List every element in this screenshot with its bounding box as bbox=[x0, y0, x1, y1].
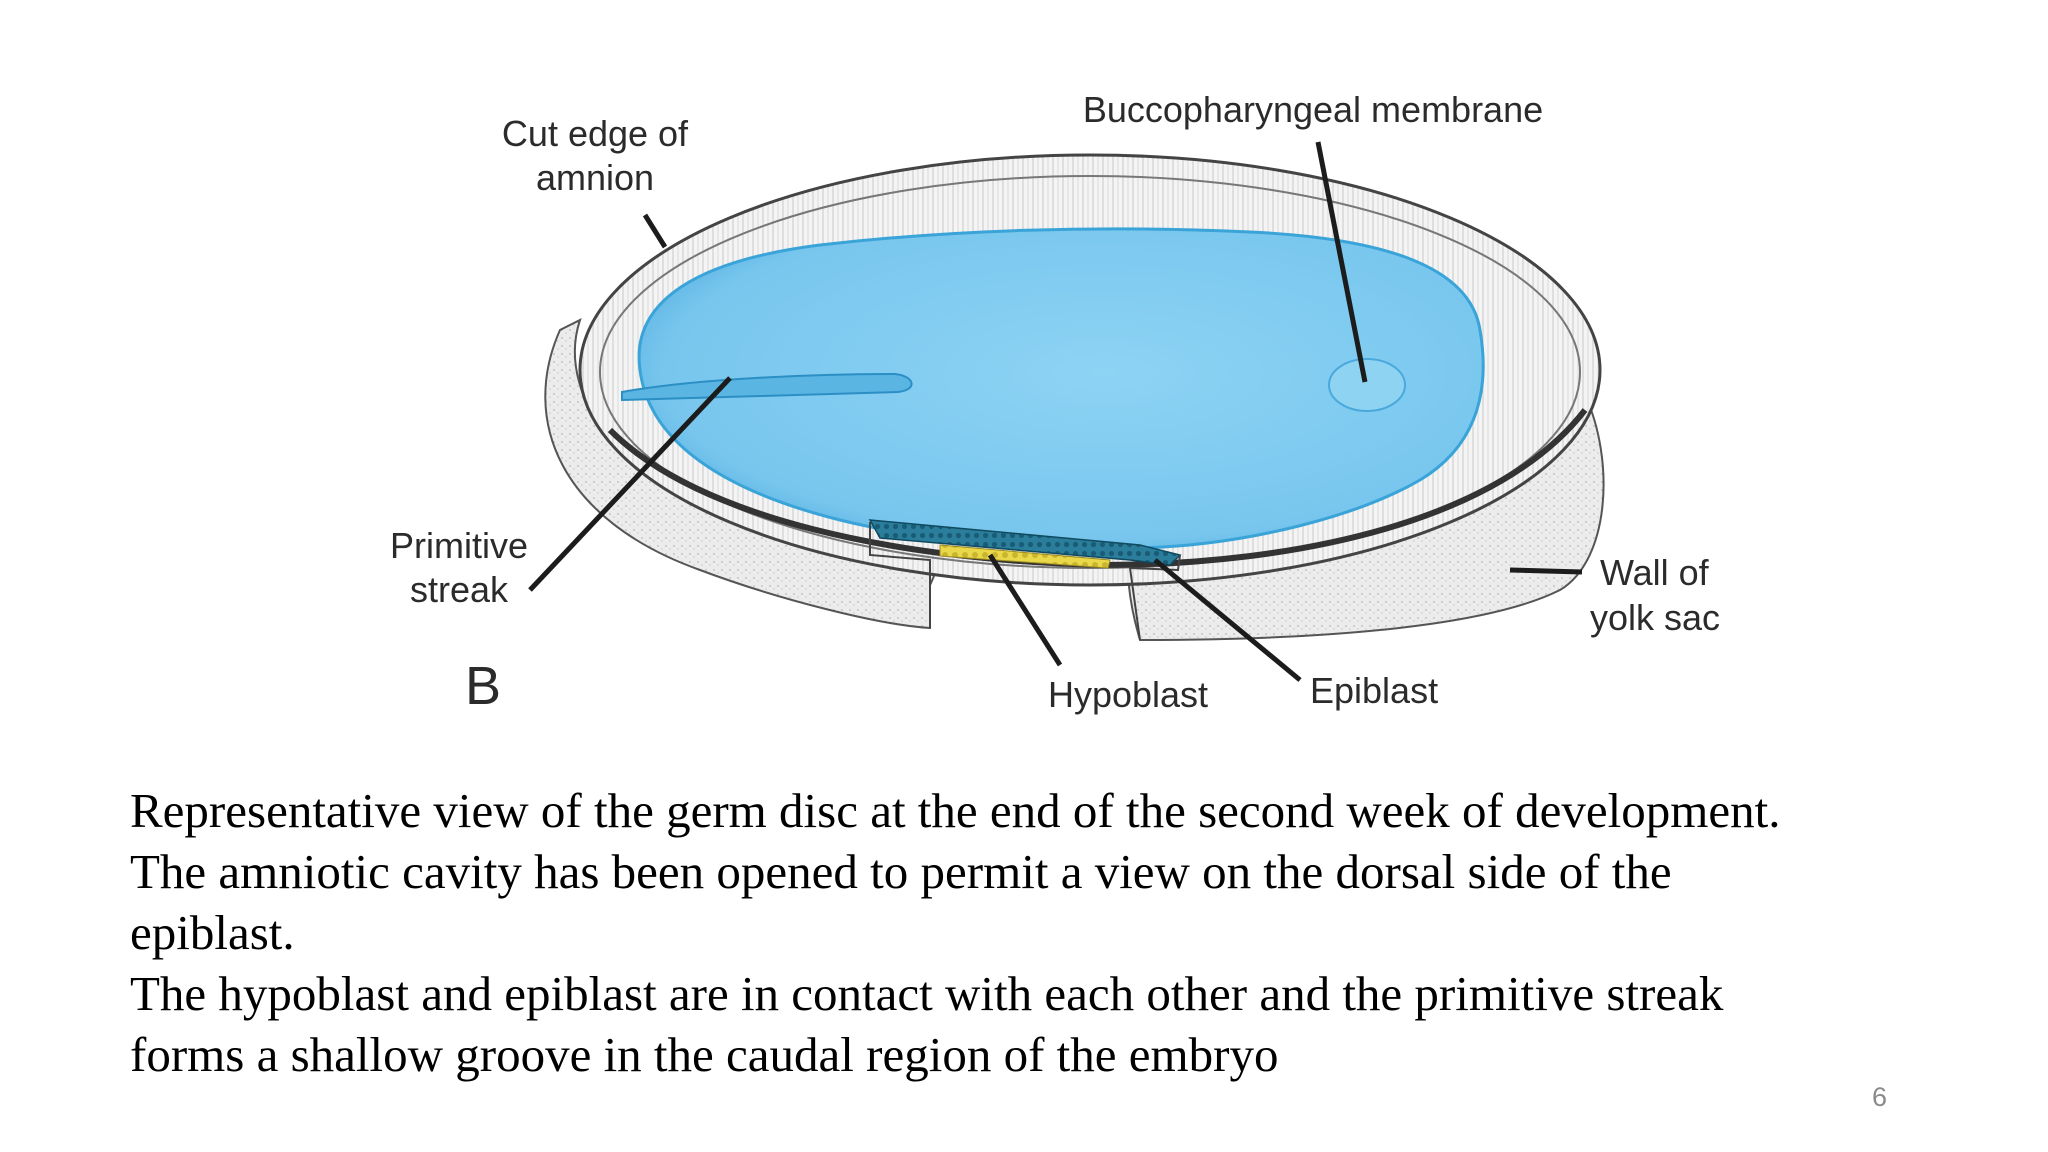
leader-primitive-streak bbox=[528, 376, 732, 592]
label-primitive-streak-line2: streak bbox=[410, 569, 509, 610]
caption-line: The hypoblast and epiblast are in contac… bbox=[130, 966, 1724, 1021]
page-number: 6 bbox=[1872, 1082, 1888, 1112]
leader-buccopharyngeal bbox=[1315, 141, 1368, 383]
label-buccopharyngeal: Buccopharyngeal membrane bbox=[1083, 89, 1543, 130]
label-epiblast: Epiblast bbox=[1310, 670, 1438, 711]
hypoblast-layer bbox=[939, 544, 1111, 569]
cut-section bbox=[868, 519, 1182, 641]
label-wall-line1: Wall of bbox=[1600, 552, 1710, 593]
epiblast-surface bbox=[621, 227, 1485, 550]
caption: Representative view of the germ disc at … bbox=[130, 780, 1930, 1085]
leader-cut-edge bbox=[642, 213, 668, 249]
caption-line: The amniotic cavity has been opened to p… bbox=[130, 844, 1672, 899]
caption-line: forms a shallow groove in the caudal reg… bbox=[130, 1027, 1279, 1082]
primitive-streak-groove bbox=[621, 372, 913, 402]
germ-disc-diagram: Cut edge of amnion Buccopharyngeal membr… bbox=[390, 89, 1720, 716]
caption-line: epiblast. bbox=[130, 905, 295, 960]
label-cut-edge-line2: amnion bbox=[536, 157, 654, 198]
label-wall-line2: yolk sac bbox=[1590, 597, 1720, 638]
leader-hypoblast bbox=[987, 553, 1063, 667]
caption-line: Representative view of the germ disc at … bbox=[130, 783, 1781, 838]
label-cut-edge-line1: Cut edge of bbox=[502, 113, 689, 154]
buccopharyngeal-membrane bbox=[1328, 358, 1406, 412]
label-panel-letter: B bbox=[465, 656, 501, 716]
leader-lines bbox=[528, 141, 1583, 682]
leader-wall-yolk-sac bbox=[1509, 567, 1583, 575]
label-hypoblast: Hypoblast bbox=[1048, 674, 1208, 715]
leader-epiblast bbox=[1153, 558, 1302, 682]
label-primitive-streak-line1: Primitive bbox=[390, 525, 528, 566]
